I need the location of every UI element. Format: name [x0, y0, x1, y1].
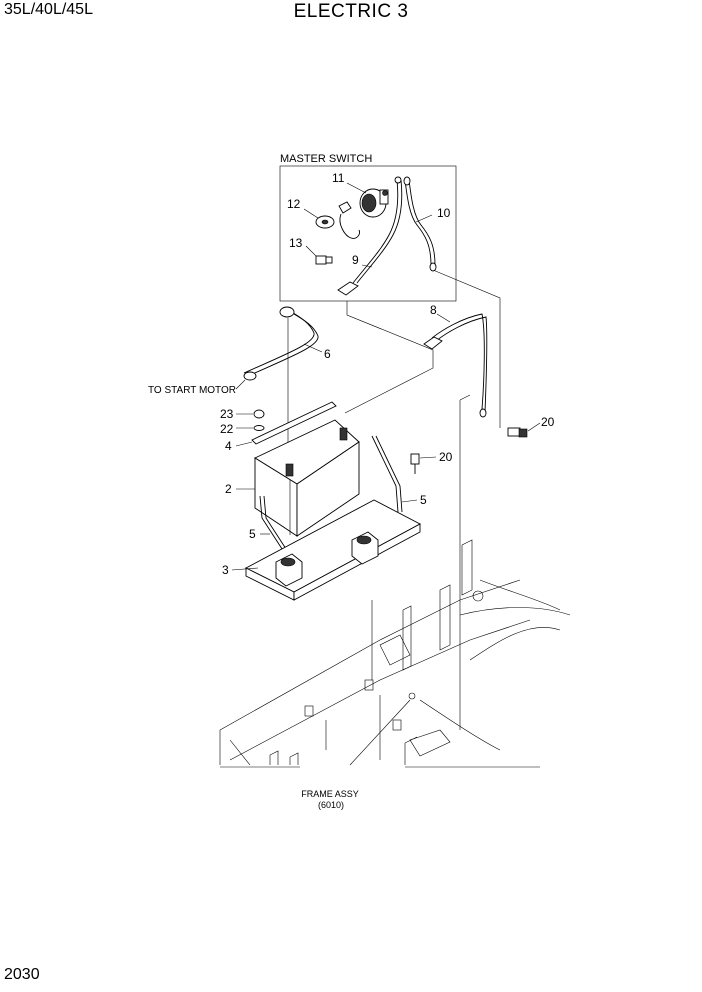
nut-23	[253, 409, 265, 419]
cable-9	[337, 176, 403, 296]
page-number: 2030	[4, 966, 40, 983]
callout-2: 2	[225, 482, 232, 496]
master-switch-group-box	[279, 165, 457, 302]
to-start-motor-label: TO START MOTOR	[148, 385, 236, 396]
battery	[254, 419, 360, 537]
callout-20-right: 20	[541, 415, 555, 429]
frame-assembly	[219, 394, 571, 768]
callout-4: 4	[225, 439, 232, 453]
callout-20-middle: 20	[439, 450, 453, 464]
callout-5-right: 5	[420, 493, 427, 507]
switch-key-cord	[338, 201, 360, 239]
switch-bolt	[315, 255, 333, 265]
battery-tray	[245, 499, 421, 601]
frame-assy-label: FRAME ASSY	[301, 789, 359, 799]
leader-lines	[231, 182, 541, 571]
callout-22: 22	[220, 422, 234, 436]
callout-23: 23	[220, 407, 234, 421]
page-title: ELECTRIC 3	[293, 1, 409, 22]
callout-11: 11	[332, 171, 345, 185]
callout-8: 8	[430, 303, 437, 317]
model-label: 35L/40L/45L	[4, 1, 93, 18]
rod-5-left	[259, 495, 289, 553]
hold-down-bar	[251, 401, 337, 445]
callout-10: 10	[437, 206, 451, 220]
callout-9: 9	[352, 253, 359, 267]
cable-6	[243, 306, 319, 470]
master-switch-body	[359, 188, 389, 218]
switch-washer	[315, 215, 335, 229]
master-switch-label: MASTER SWITCH	[280, 153, 372, 165]
callout-3: 3	[222, 563, 229, 577]
callout-13: 13	[289, 236, 303, 250]
frame-assy-ref: (6010)	[318, 800, 344, 810]
callout-5-left: 5	[249, 527, 256, 541]
bolt-20-middle	[410, 453, 420, 474]
cable-8	[423, 313, 488, 418]
callout-12: 12	[287, 197, 301, 211]
rod-5-right	[371, 435, 403, 513]
bolt-20-right	[507, 427, 528, 438]
washer-22	[253, 425, 265, 431]
callout-6: 6	[324, 347, 331, 361]
cable-10	[403, 176, 437, 272]
